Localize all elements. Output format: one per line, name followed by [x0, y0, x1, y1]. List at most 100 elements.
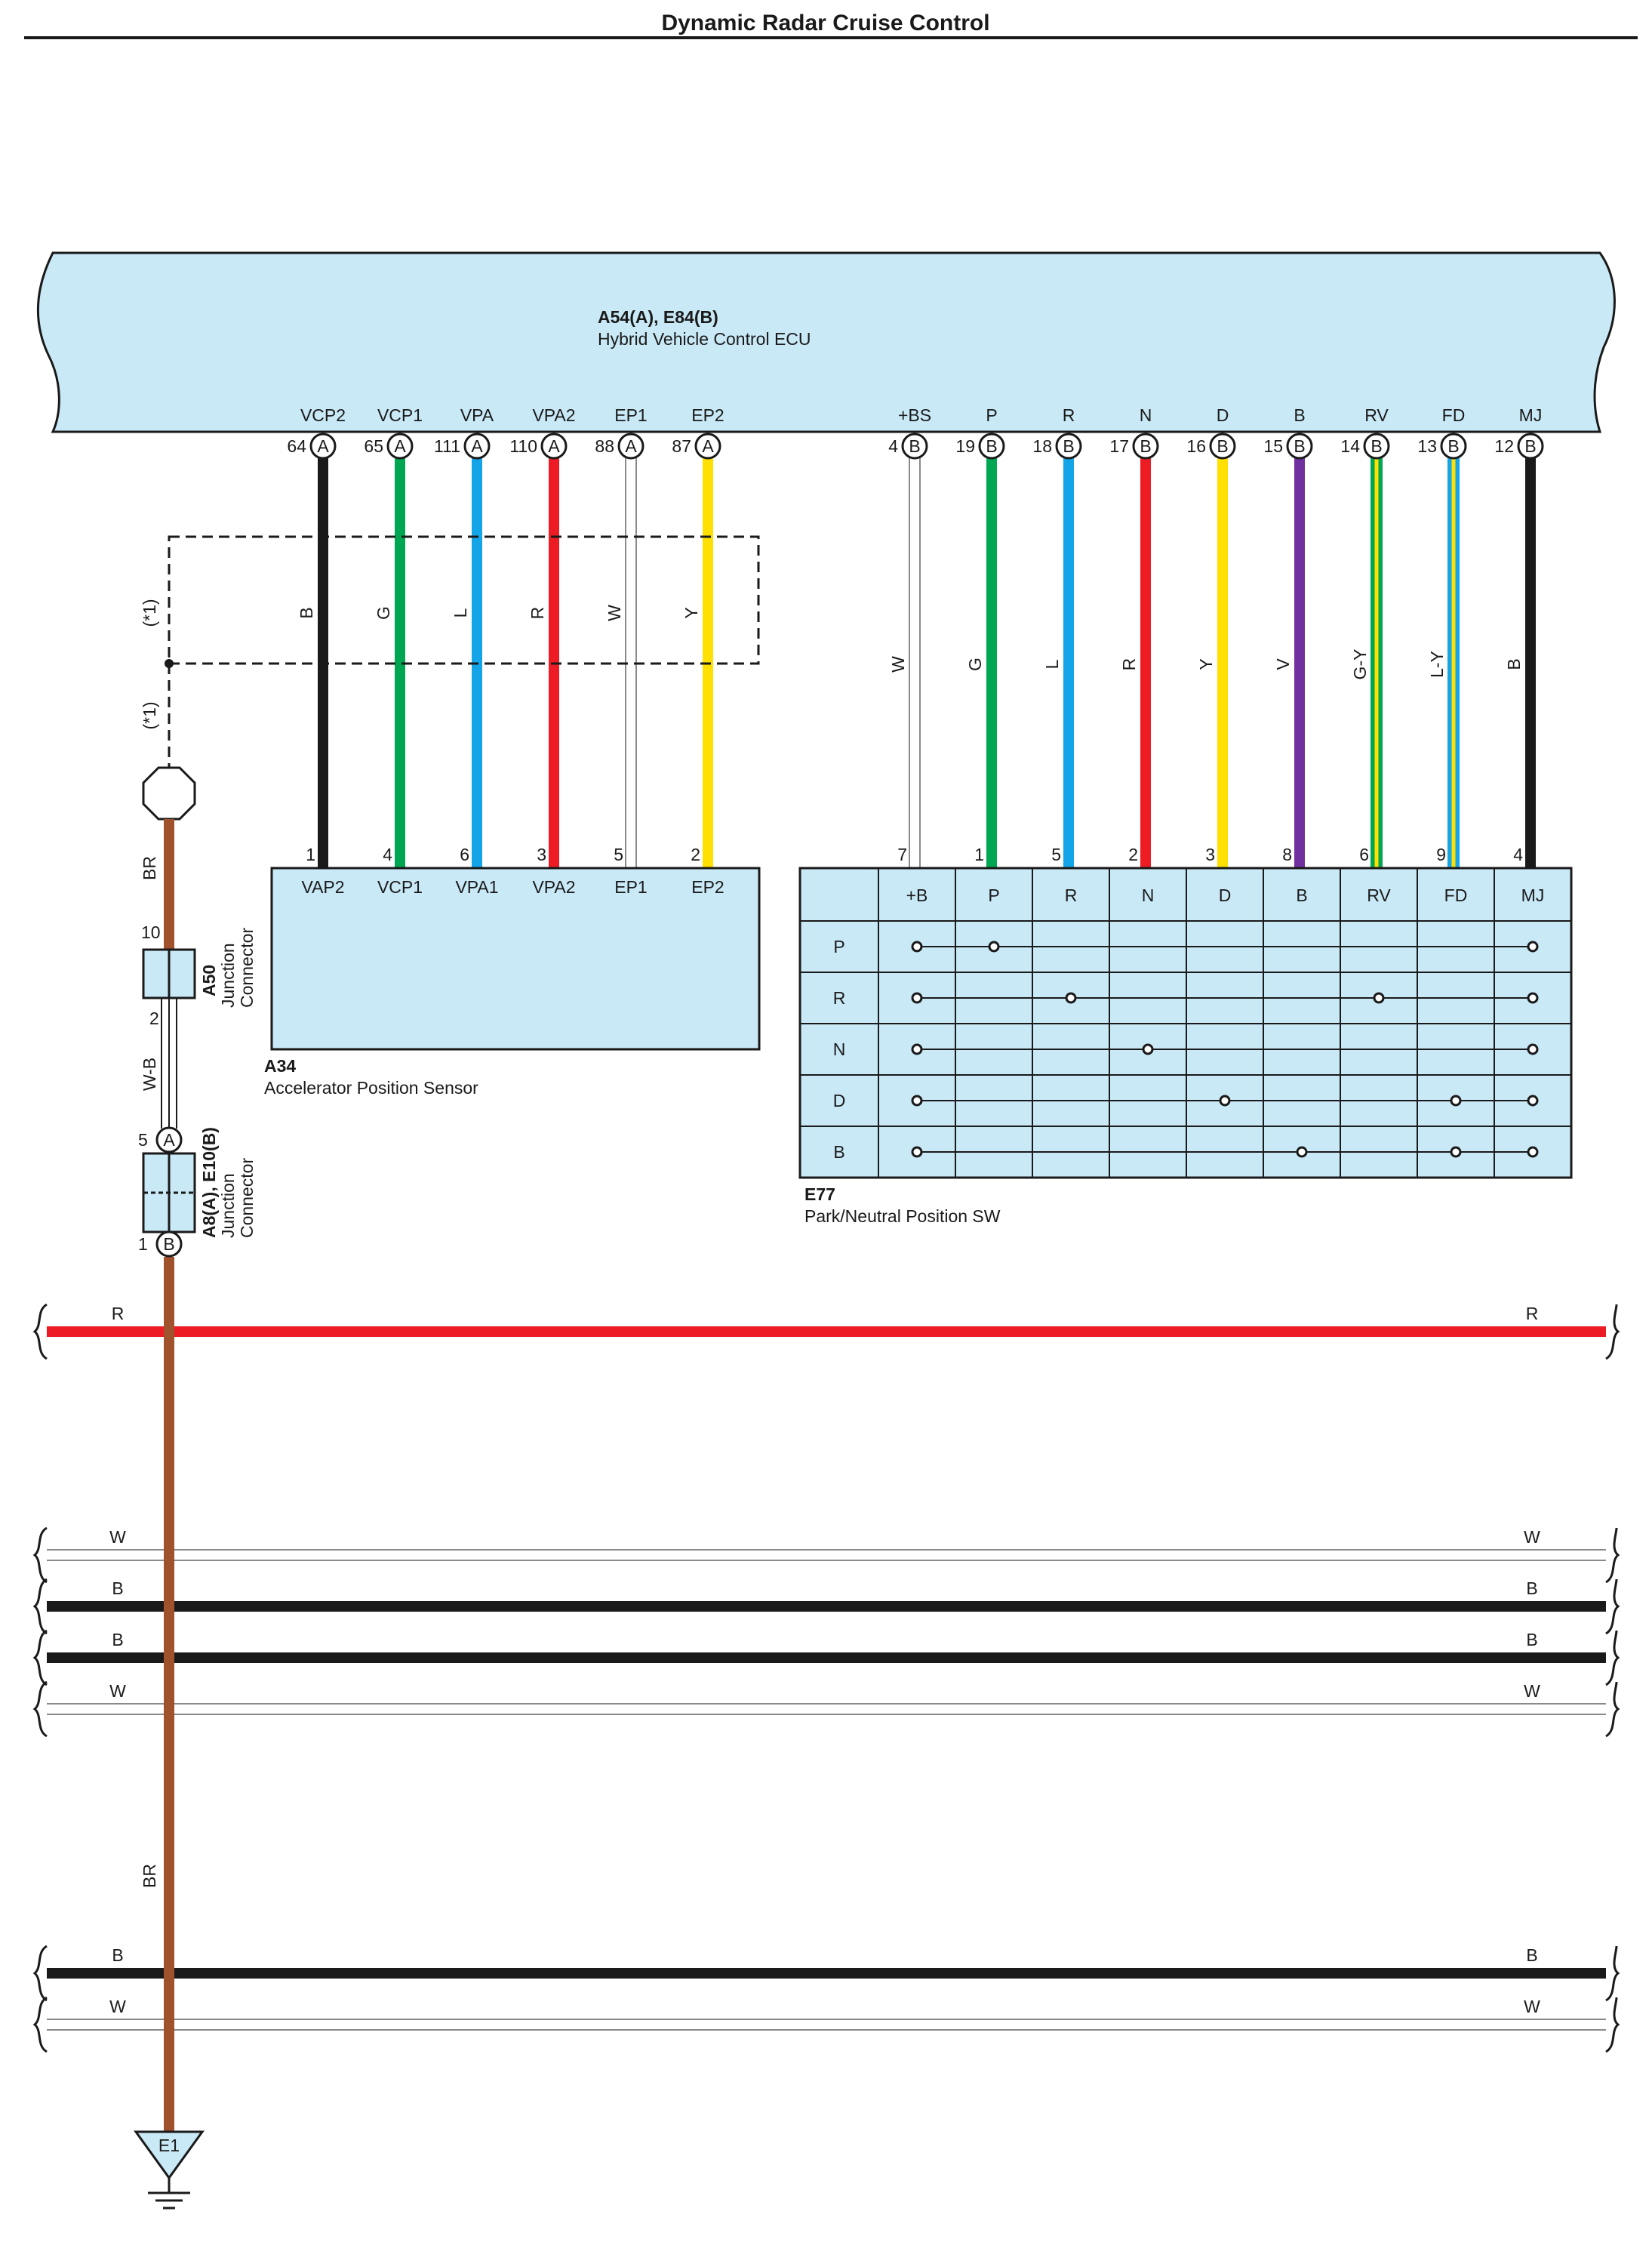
- wire-color-label: L: [1042, 659, 1062, 669]
- ecu-pin-conn-letter: B: [1217, 436, 1228, 456]
- bus-brace-right: [1605, 1578, 1620, 1635]
- ecu-pin-conn-letter: B: [909, 436, 920, 456]
- ecu-pin-conn-letter: A: [471, 436, 483, 456]
- wire-color-label: G-Y: [1350, 649, 1370, 680]
- switch-column-header: MJ: [1521, 885, 1545, 905]
- switch-contact-dot: [1219, 1095, 1231, 1107]
- sensor-pin-number: 1: [306, 845, 315, 864]
- wire-label-br-upper: BR: [140, 856, 159, 880]
- bus-label-right: B: [1526, 1945, 1537, 1965]
- a50-pin-bottom: 2: [149, 1009, 159, 1028]
- bus-brace-right: [1605, 1630, 1620, 1686]
- wire-color-label: B: [1504, 658, 1524, 670]
- ecu-pin-label: VCP1: [377, 405, 423, 425]
- ecu-pin-label: R: [1063, 405, 1075, 425]
- switch-contact-dot: [1450, 1095, 1462, 1107]
- ecu-pin-connector: [386, 433, 414, 460]
- switch-row-label: N: [833, 1039, 846, 1059]
- bus-brace-left: [32, 1945, 48, 2002]
- ecu-pin-conn-letter: B: [1371, 436, 1382, 456]
- a8-code: A8(A), E10(B): [199, 1127, 219, 1238]
- ecu-pin-number: 111: [434, 436, 460, 456]
- ecu-pin-number: 110: [509, 436, 537, 456]
- switch-row-label: B: [833, 1142, 844, 1162]
- ecu-pin-conn-letter: B: [1447, 436, 1459, 456]
- switch-pin-number: 9: [1436, 845, 1446, 864]
- ecu-pin-connector: [1363, 433, 1390, 460]
- ecu-pin-connector: [1517, 433, 1544, 460]
- ecu-pin-connector: [540, 433, 568, 460]
- a8-pin-top: 5: [138, 1130, 148, 1150]
- switch-contact-dot: [1527, 1043, 1539, 1055]
- sensor-pin-number: 5: [614, 845, 623, 864]
- ecu-pin-number: 16: [1186, 436, 1206, 456]
- ecu-pin-connector: [1055, 433, 1082, 460]
- ground-label: E1: [158, 2136, 180, 2155]
- ecu-pin-label: VCP2: [300, 405, 346, 425]
- a8-name-2: Connector: [237, 1158, 257, 1238]
- bus-label-left: W: [109, 1527, 126, 1547]
- bus-brace-right: [1605, 1945, 1620, 2002]
- a50-pin-top: 10: [141, 922, 161, 942]
- ecu-pin-connector: [1286, 433, 1313, 460]
- switch-column-header: RV: [1367, 885, 1391, 905]
- bus-brace-left: [32, 1680, 48, 1738]
- wire-color-label: Y: [1196, 658, 1216, 670]
- switch-contact-dot: [911, 941, 923, 953]
- page-title: Dynamic Radar Cruise Control: [661, 11, 989, 35]
- a8-conn-bottom-letter: B: [163, 1234, 174, 1254]
- ecu-pin-number: 14: [1340, 436, 1360, 456]
- sensor-pin-label: VPA2: [532, 877, 575, 897]
- ecu-pin-conn-letter: B: [986, 436, 997, 456]
- ecu-pin-label: VPA2: [532, 405, 575, 425]
- ecu-pin-connector: [978, 433, 1005, 460]
- wire-color-label: B: [297, 607, 316, 618]
- bus-label-right: W: [1524, 1681, 1540, 1701]
- ecu-pin-number: 15: [1263, 436, 1283, 456]
- switch-row-label: P: [833, 937, 844, 956]
- ecu-pin-conn-letter: A: [548, 436, 560, 456]
- wire-label-br-lower: BR: [140, 1864, 159, 1888]
- switch-contact-dot: [911, 1043, 923, 1055]
- shield-note-lower: (*1): [140, 701, 159, 729]
- switch-contact-dot: [1450, 1146, 1462, 1158]
- switch-column-header: R: [1065, 885, 1078, 905]
- ecu-pin-number: 18: [1032, 436, 1052, 456]
- sensor-pin-label: EP2: [691, 877, 724, 897]
- a50-name-1: Junction: [218, 943, 238, 1008]
- switch-column-header: +B: [906, 885, 928, 905]
- a8-conn-top: [155, 1126, 183, 1153]
- ecu-pin-conn-letter: A: [702, 436, 714, 456]
- bus-label-left: R: [112, 1304, 125, 1323]
- ecu-pin-connector: [617, 433, 644, 460]
- ecu-pin-connector: [901, 433, 928, 460]
- ecu-pin-label: P: [986, 405, 997, 425]
- bus-label-left: B: [112, 1945, 123, 1965]
- ecu-pin-conn-letter: B: [1524, 436, 1536, 456]
- ecu-pin-connector: [463, 433, 491, 460]
- sensor-pin-number: 3: [537, 845, 546, 864]
- wire-color-label: V: [1273, 658, 1293, 670]
- switch-pin-number: 1: [974, 845, 984, 864]
- bus-label-left: B: [112, 1578, 123, 1598]
- switch-column-header: FD: [1444, 885, 1468, 905]
- bus-label-left: W: [109, 1997, 126, 2016]
- ecu-pin-label: MJ: [1519, 405, 1543, 425]
- ecu-pin-label: +BS: [898, 405, 931, 425]
- bus-brace-left: [32, 1303, 48, 1360]
- wire-color-label: G: [965, 658, 985, 671]
- switch-pin-number: 4: [1513, 845, 1523, 864]
- bus-brace-left: [32, 1578, 48, 1635]
- switch-pin-number: 7: [897, 845, 907, 864]
- sensor-pin-label: VPA1: [455, 877, 498, 897]
- switch-column-header: P: [988, 885, 999, 905]
- bus-label-right: W: [1524, 1997, 1540, 2016]
- bus-brace-left: [32, 1629, 48, 1686]
- switch-pin-number: 2: [1128, 845, 1138, 864]
- bus-label-right: B: [1526, 1630, 1537, 1649]
- sensor-code: A34: [264, 1056, 296, 1076]
- ecu-pin-conn-letter: A: [394, 436, 406, 456]
